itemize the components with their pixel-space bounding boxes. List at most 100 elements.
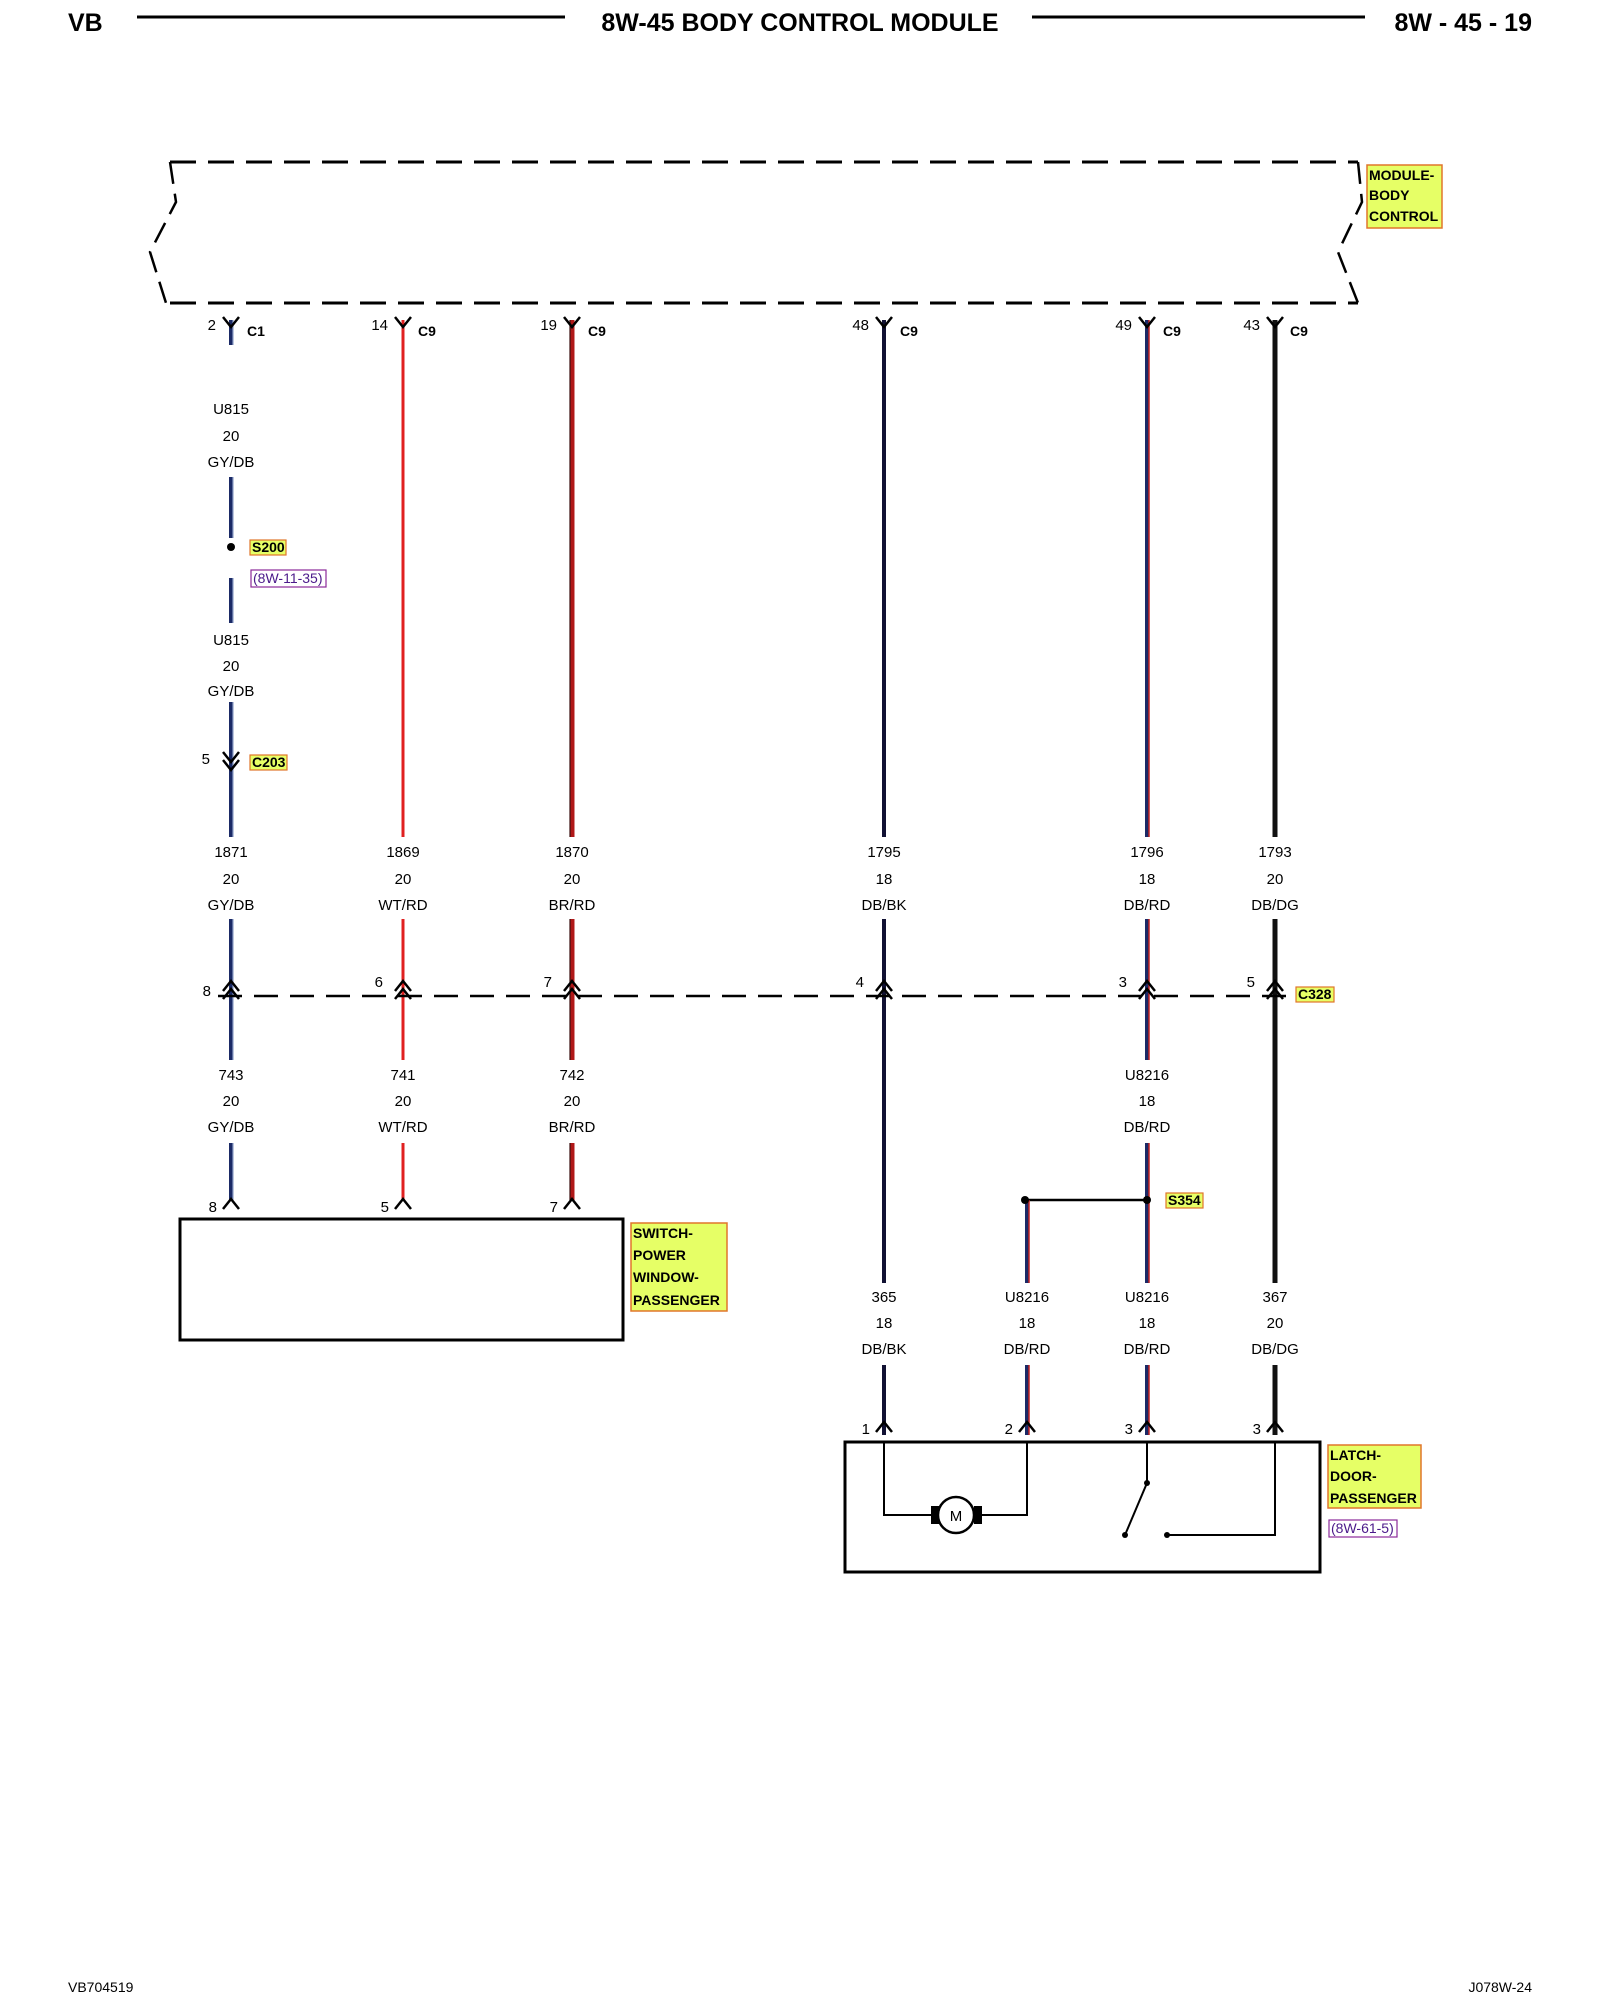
- svg-text:18: 18: [1139, 871, 1156, 888]
- svg-text:U8216: U8216: [1005, 1289, 1049, 1306]
- svg-text:C9: C9: [1290, 323, 1308, 339]
- switch-pin-marks: [222, 1196, 581, 1210]
- svg-text:18: 18: [1139, 1315, 1156, 1332]
- svg-text:19: 19: [540, 317, 557, 334]
- switch-label-box: [630, 1222, 728, 1312]
- svg-text:741: 741: [390, 1067, 415, 1084]
- lower-circuit-labels: 743 20 GY/DB 741 20 WT/RD 742 20 BR/RD U…: [208, 1067, 1171, 1136]
- mid-circuit-1795: 1795 18 DB/BK: [861, 844, 906, 914]
- svg-text:WT/RD: WT/RD: [378, 1119, 427, 1136]
- svg-text:365: 365: [871, 1289, 896, 1306]
- col1-upper-circuit: U815 20 GY/DB: [208, 401, 255, 471]
- svg-text:DB/DG: DB/DG: [1251, 897, 1299, 914]
- svg-text:U8216: U8216: [1125, 1289, 1169, 1306]
- svg-text:C1: C1: [247, 323, 265, 339]
- svg-text:20: 20: [395, 1093, 412, 1110]
- svg-text:1870: 1870: [555, 844, 588, 861]
- svg-text:1871: 1871: [214, 844, 247, 861]
- switch-pin: 8: [209, 1199, 217, 1216]
- mid-circuit-1796: 1796 18 DB/RD: [1124, 844, 1171, 914]
- svg-text:20: 20: [223, 871, 240, 888]
- wire-color: GY/DB: [208, 683, 255, 700]
- footer-left: VB704519: [68, 1979, 134, 1995]
- svg-text:20: 20: [395, 871, 412, 888]
- svg-text:GY/DB: GY/DB: [208, 897, 255, 914]
- connector-c203: 5 C203: [202, 751, 288, 773]
- svg-text:C9: C9: [1163, 323, 1181, 339]
- splice-label: S354: [1168, 1192, 1201, 1208]
- module-label-line1: MODULE-: [1369, 167, 1435, 183]
- latch-circuit-u8216-b: U8216 18 DB/RD: [1124, 1289, 1171, 1358]
- c328-pin: 4: [856, 974, 864, 991]
- svg-text:20: 20: [564, 871, 581, 888]
- label-masks: [190, 345, 1310, 1365]
- page-title: 8W-45 BODY CONTROL MODULE: [601, 9, 998, 37]
- svg-text:18: 18: [1139, 1093, 1156, 1110]
- latch-body: [843, 1440, 1322, 1574]
- lower-circuit-u8216: U8216 18 DB/RD: [1124, 1067, 1171, 1136]
- splice-reference[interactable]: (8W-11-35): [253, 570, 323, 586]
- lower-circuit-743: 743 20 GY/DB: [208, 1067, 255, 1136]
- svg-text:48: 48: [852, 317, 869, 334]
- svg-text:18: 18: [876, 871, 893, 888]
- svg-text:1869: 1869: [386, 844, 419, 861]
- latch-pin: 3: [1125, 1421, 1133, 1438]
- bcm-pin-43: 43 C9: [1243, 316, 1308, 339]
- switch-body: [178, 1217, 625, 1342]
- switch-contact: [1164, 1532, 1170, 1538]
- svg-text:C9: C9: [418, 323, 436, 339]
- lower-circuit-742: 742 20 BR/RD: [549, 1067, 596, 1136]
- svg-text:U8216: U8216: [1125, 1067, 1169, 1084]
- c328-pin-marks: [222, 978, 1284, 1000]
- module-label-line3: CONTROL: [1369, 208, 1439, 224]
- mid-circuit-1793: 1793 20 DB/DG: [1251, 844, 1299, 914]
- power-window-switch: 8 5 7 SWITCH- POWER WINDOW- PASSENGER: [178, 1196, 728, 1342]
- latch-pin: 3: [1253, 1421, 1261, 1438]
- svg-text:DB/BK: DB/BK: [861, 897, 906, 914]
- svg-text:C9: C9: [588, 323, 606, 339]
- motor-label: M: [950, 1508, 963, 1525]
- svg-text:43: 43: [1243, 317, 1260, 334]
- latch-label-line3: PASSENGER: [1330, 1490, 1417, 1506]
- switch-contact: [1144, 1480, 1150, 1486]
- latch-circuit-367: 367 20 DB/DG: [1251, 1289, 1299, 1358]
- svg-text:20: 20: [564, 1093, 581, 1110]
- wire-gauge: 20: [223, 428, 240, 445]
- svg-text:BR/RD: BR/RD: [549, 1119, 596, 1136]
- svg-text:49: 49: [1115, 317, 1132, 334]
- latch-pin: 1: [862, 1421, 870, 1438]
- svg-text:DB/RD: DB/RD: [1124, 897, 1171, 914]
- svg-text:1796: 1796: [1130, 844, 1163, 861]
- c328-pin: 7: [544, 974, 552, 991]
- latch-pin-marks: [875, 1419, 1284, 1433]
- svg-text:20: 20: [1267, 871, 1284, 888]
- switch-label-line1: SWITCH-: [633, 1225, 693, 1241]
- wire-gauge: 20: [223, 658, 240, 675]
- bcm-pin-19: 19 C9: [540, 316, 606, 339]
- svg-text:20: 20: [1267, 1315, 1284, 1332]
- svg-text:DB/DG: DB/DG: [1251, 1341, 1299, 1358]
- c328-pin: 3: [1119, 974, 1127, 991]
- latch-reference[interactable]: (8W-61-5): [1331, 1520, 1394, 1536]
- latch-internal-wiring: [883, 1442, 1276, 1536]
- wire-color: GY/DB: [208, 454, 255, 471]
- bcm-pin-49: 49 C9: [1115, 316, 1181, 339]
- svg-text:18: 18: [876, 1315, 893, 1332]
- latch-label-box: [1327, 1444, 1422, 1509]
- col1-upper-circuit-b: U815 20 GY/DB: [208, 632, 255, 700]
- svg-text:20: 20: [223, 1093, 240, 1110]
- latch-label-line1: LATCH-: [1330, 1447, 1381, 1463]
- module-dashed-edges: [170, 160, 1358, 305]
- c328-pin: 8: [203, 983, 211, 1000]
- mid-circuit-labels: 1871 20 GY/DB 1869 20 WT/RD 1870 20 BR/R…: [208, 844, 1299, 914]
- bcm-pin-48: 48 C9: [852, 316, 918, 339]
- svg-text:DB/BK: DB/BK: [861, 1341, 906, 1358]
- svg-text:18: 18: [1019, 1315, 1036, 1332]
- splice-dot: [227, 543, 235, 551]
- svg-text:743: 743: [218, 1067, 243, 1084]
- splice-s354: S354: [1021, 1192, 1204, 1209]
- switch-label-line3: WINDOW-: [633, 1269, 699, 1285]
- switch-label-line4: PASSENGER: [633, 1292, 720, 1308]
- body-control-module: MODULE- BODY CONTROL: [148, 160, 1443, 305]
